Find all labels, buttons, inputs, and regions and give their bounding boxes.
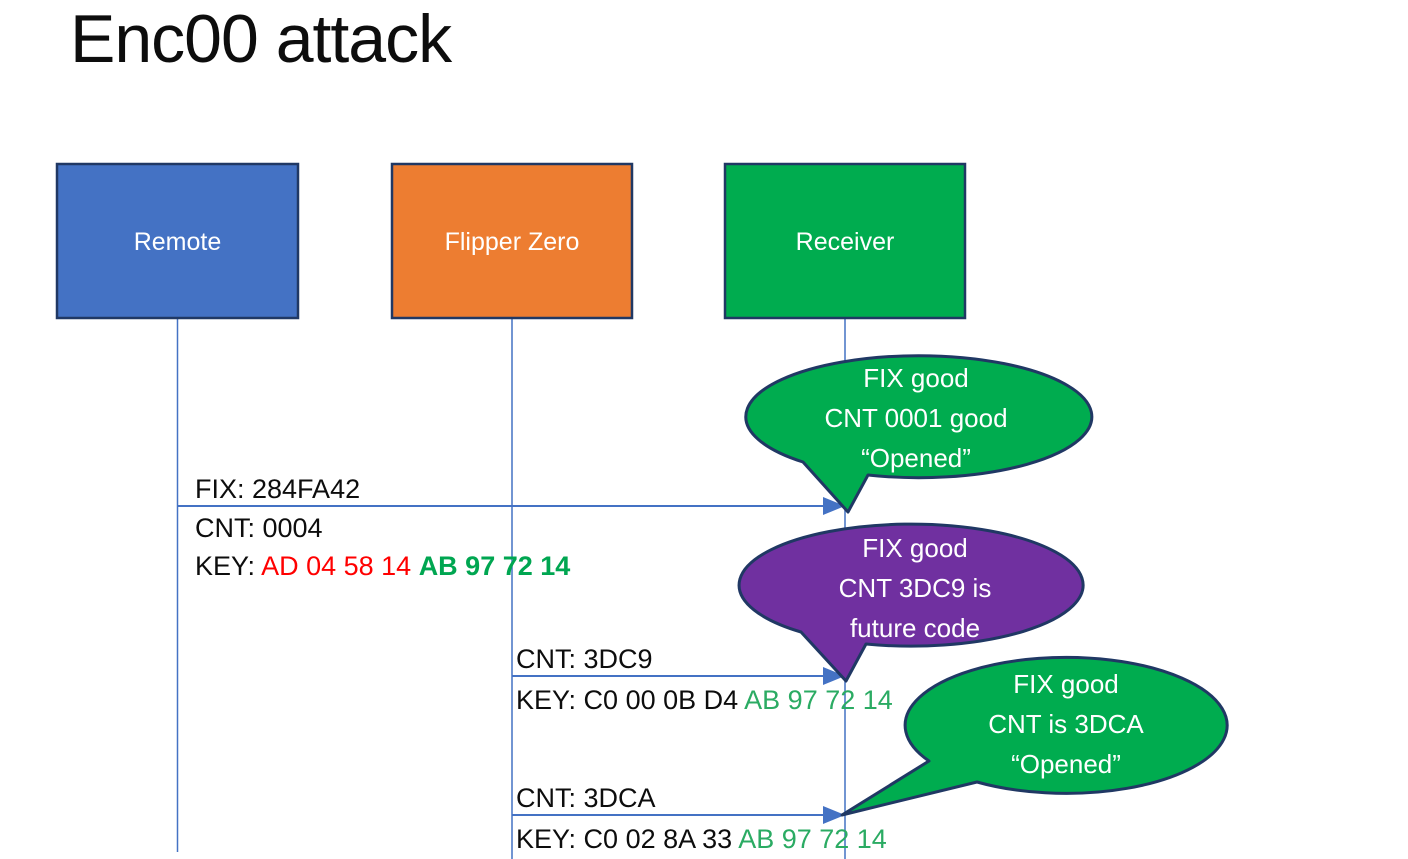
speech-bubble-2 — [737, 522, 1085, 683]
callout2-line3: future code — [849, 613, 981, 643]
callout1-text: FIX good CNT 0001 good “Opened” — [743, 358, 1089, 478]
message3-key-prefix: KEY: — [516, 824, 584, 854]
arrowhead-icon — [823, 806, 845, 824]
actor-box-flipper-zero — [390, 162, 634, 320]
actor-box-remote — [55, 162, 300, 320]
message3-cnt-label: CNT: 3DCA — [516, 783, 656, 813]
speech-bubble-3 — [840, 655, 1229, 817]
message2-key-line: KEY: C0 00 0B D4 AB 97 72 14 — [516, 681, 893, 719]
message1-key-prefix: KEY: — [195, 551, 262, 581]
callout3-text: FIX good CNT is 3DCA “Opened” — [905, 664, 1227, 784]
actor-label-flipper-zero: Flipper Zero — [444, 228, 580, 256]
message2-key-black-bytes: C0 00 0B D4 — [583, 685, 745, 715]
speech-bubble-1 — [744, 354, 1094, 514]
message1-fix-label: FIX: 284FA42 — [195, 474, 361, 504]
arrowhead-icon — [823, 667, 845, 685]
callout3-line3: “Opened” — [1011, 749, 1121, 779]
message2-key-prefix: KEY: — [516, 685, 584, 715]
message1-detail-labels: CNT: 0004 KEY: AD 04 58 14 AB 97 72 14 — [195, 509, 570, 585]
message1-cnt-label: CNT: 0004 — [195, 513, 323, 543]
arrowhead-icon — [823, 497, 845, 515]
message3-key-line: KEY: C0 02 8A 33 AB 97 72 14 — [516, 820, 887, 858]
callout2-line2: CNT 3DC9 is — [838, 573, 992, 603]
actor-label-remote: Remote — [133, 228, 222, 256]
message3-key-green-bytes: AB 97 72 14 — [738, 824, 887, 854]
callout1-line1: FIX good — [863, 363, 969, 393]
page-title: Enc00 attack — [70, 1, 452, 77]
message1-key-line: KEY: AD 04 58 14 AB 97 72 14 — [195, 547, 570, 585]
message2-cnt-label: CNT: 3DC9 — [516, 644, 653, 674]
callout1-line2: CNT 0001 good — [824, 403, 1008, 433]
callout2-line1: FIX good — [862, 533, 968, 563]
callout3-line2: CNT is 3DCA — [988, 709, 1144, 739]
actor-label-receiver: Receiver — [795, 228, 895, 256]
message3-key-black-bytes: C0 02 8A 33 — [583, 824, 739, 854]
callout3-line1: FIX good — [1013, 669, 1119, 699]
message1-key-red-bytes: AD 04 58 14 — [261, 551, 419, 581]
message2-key-green-bytes: AB 97 72 14 — [744, 685, 893, 715]
callout1-line3: “Opened” — [861, 443, 971, 473]
callout2-text: FIX good CNT 3DC9 is future code — [743, 528, 1087, 648]
message1-key-green-bytes: AB 97 72 14 — [418, 551, 571, 581]
actor-box-receiver — [723, 162, 967, 320]
